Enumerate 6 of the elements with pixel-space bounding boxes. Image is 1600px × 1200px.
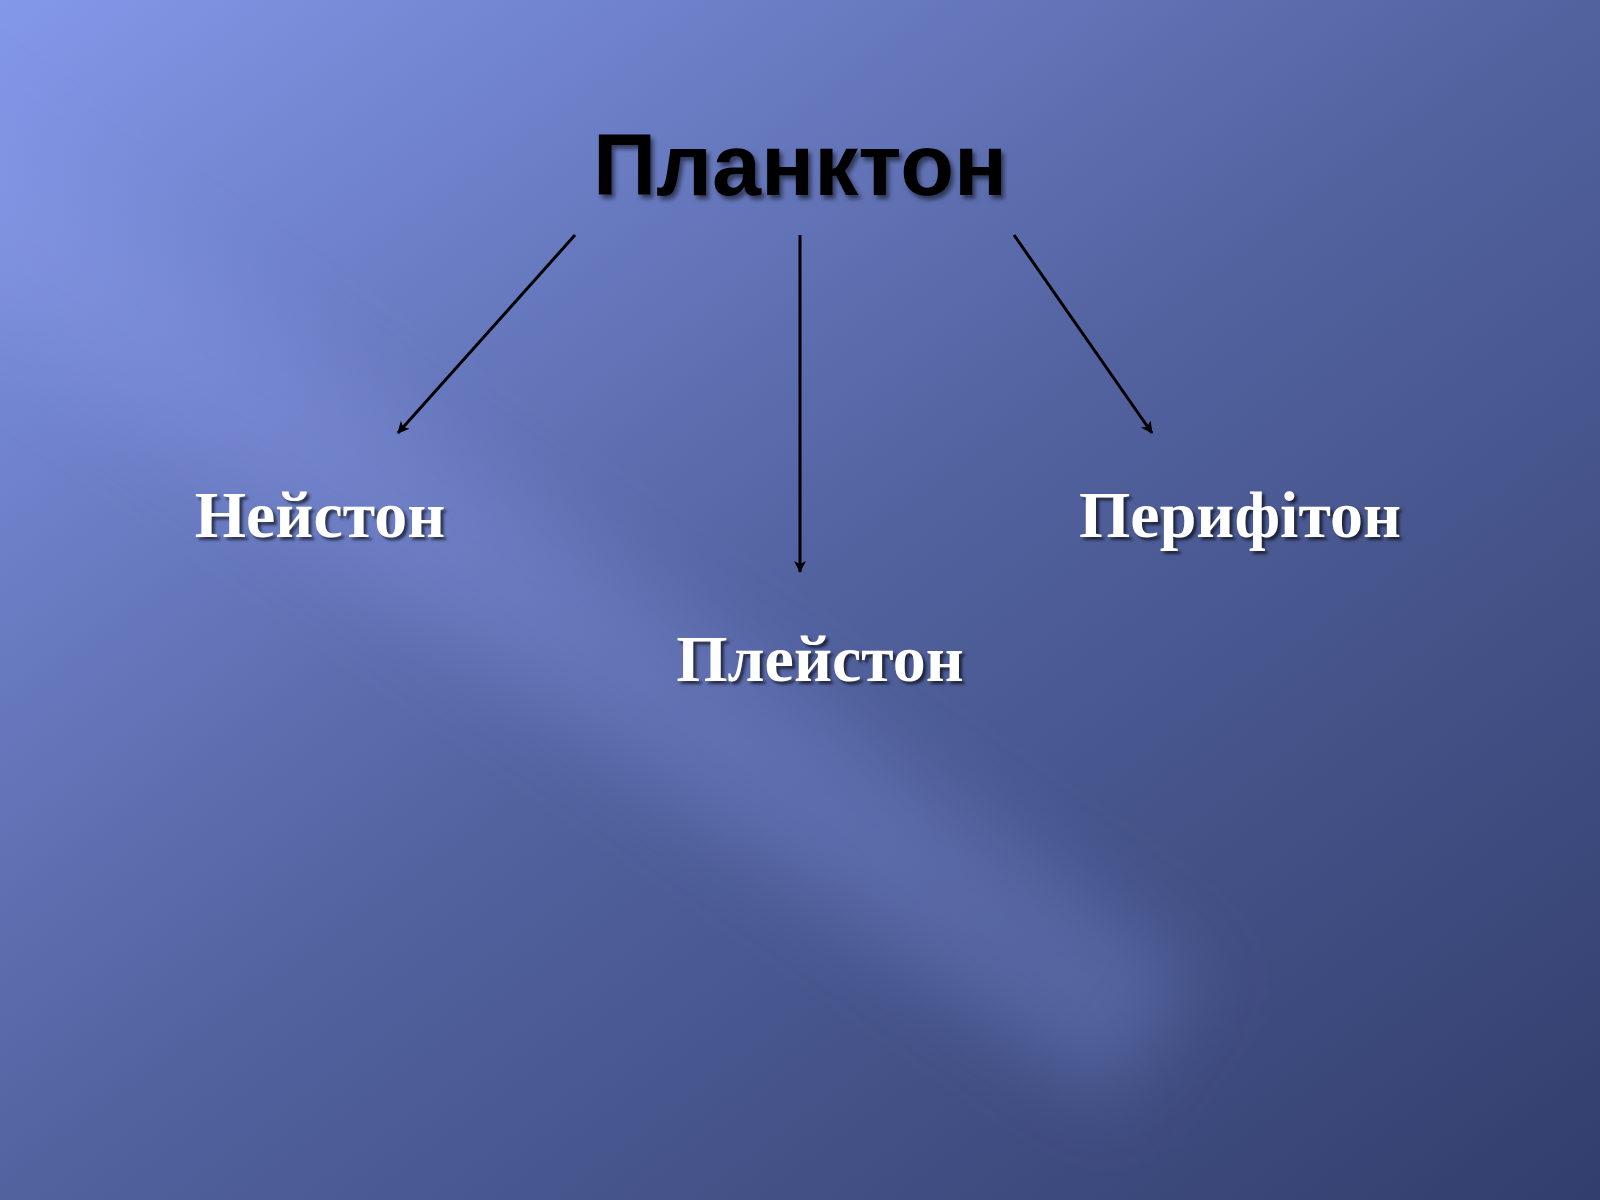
arrow (1012, 234, 1154, 434)
node-label: Планктон (592, 121, 1008, 209)
node-label: Нейстон (194, 482, 446, 548)
node-label: Плейстон (676, 626, 964, 692)
arrow (396, 234, 577, 434)
arrow (794, 235, 806, 573)
